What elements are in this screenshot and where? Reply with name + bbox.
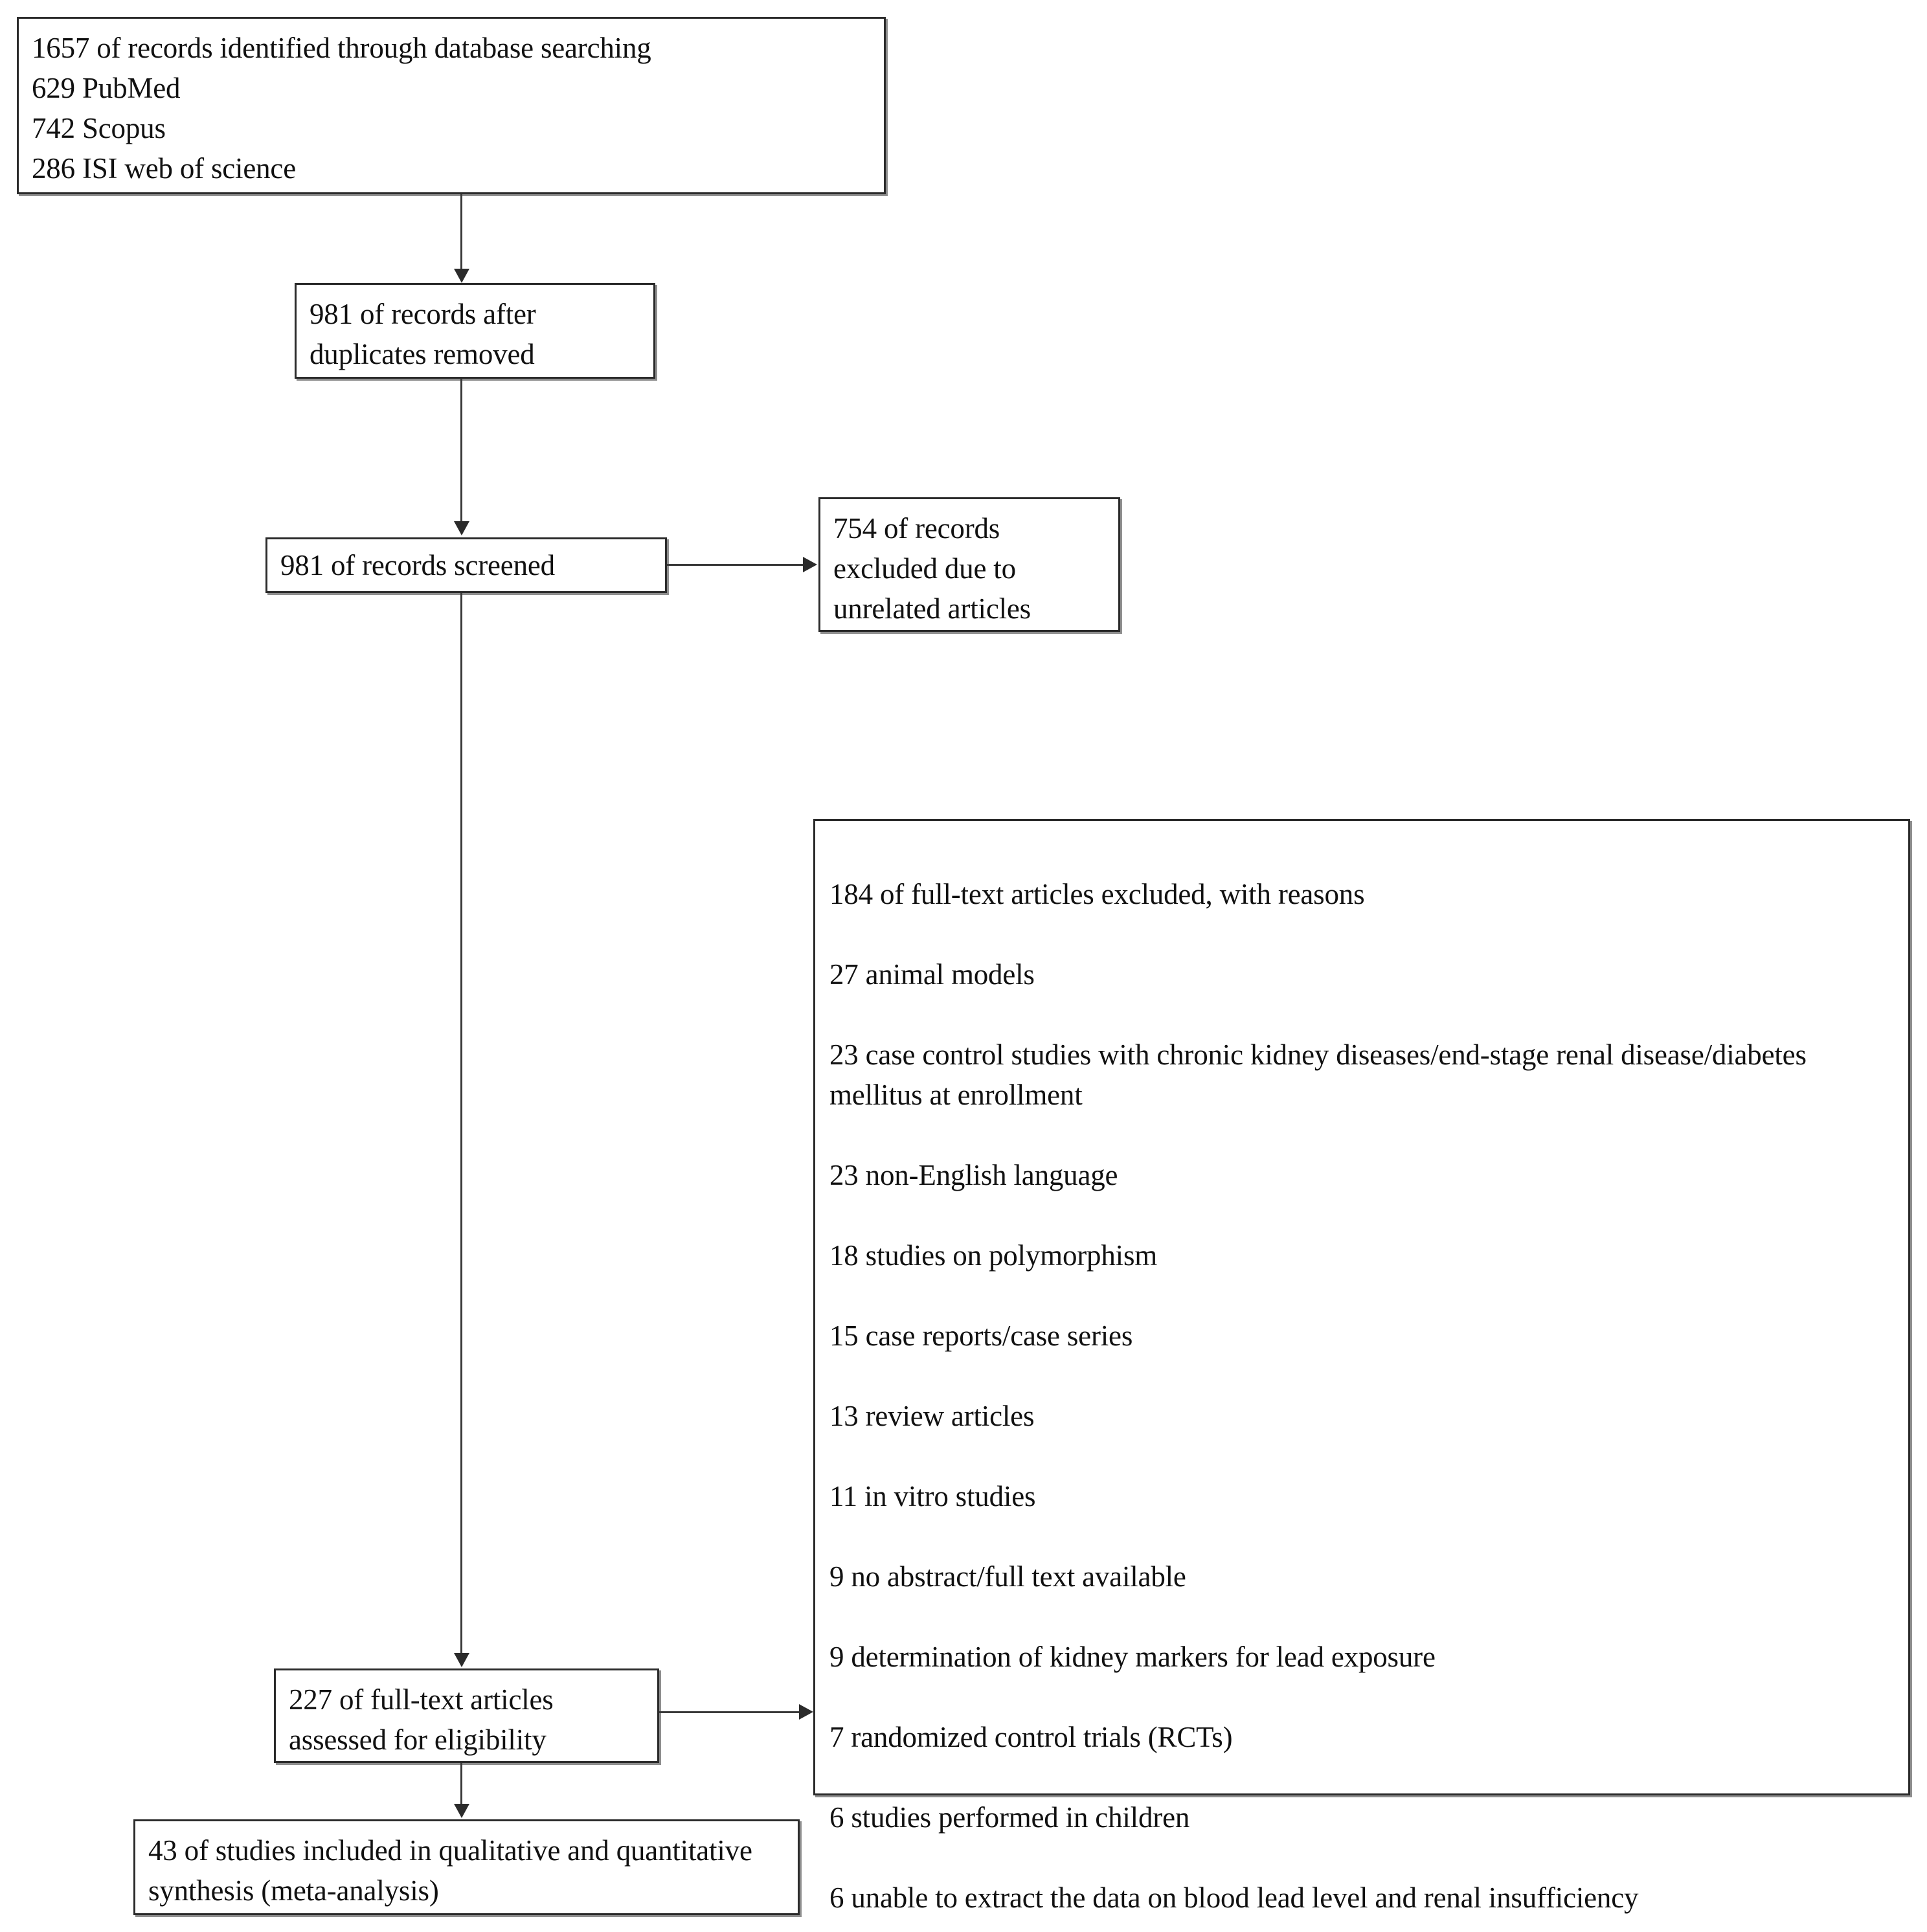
arrowhead-right-icon (799, 1704, 813, 1720)
box-fulltext-excluded-with-reasons: 184 of full-text articles excluded, with… (813, 819, 1910, 1914)
box-records-screened: 981 of records screened (265, 537, 667, 593)
exclusion-reason-item: 23 case control studies with chronic kid… (829, 1039, 1807, 1111)
box-records-screened-text: 981 of records screened (280, 549, 555, 581)
connector-fulltext-to-included (460, 1763, 462, 1805)
exclusion-reason-item: 6 studies performed in children (829, 1801, 1190, 1834)
box-records-after-duplicates-removed: 981 of records after duplicates removed (295, 283, 655, 379)
exclusion-reason-item: 6 unable to extract the data on blood le… (829, 1881, 1639, 1914)
box-records-identified: 1657 of records identified through datab… (17, 17, 886, 194)
exclusion-reason-item: 11 in vitro studies (829, 1480, 1036, 1512)
arrowhead-down-icon (454, 1653, 469, 1667)
connector-screened-to-fulltext (460, 593, 462, 1655)
exclusion-reason-item: 7 randomized control trials (RCTs) (829, 1721, 1233, 1753)
box-fulltext-assessed-eligibility-text: 227 of full-text articles assessed for e… (289, 1683, 554, 1756)
connector-fulltext-to-excluded-reasons (659, 1711, 800, 1713)
exclusion-reason-item: 18 studies on polymorphism (829, 1239, 1158, 1272)
exclusion-reason-item: 9 determination of kidney markers for le… (829, 1641, 1436, 1673)
exclusion-reason-item: 13 review articles (829, 1400, 1035, 1432)
exclusion-reason-item: 27 animal models (829, 958, 1035, 991)
box-records-after-duplicates-removed-text: 981 of records after duplicates removed (310, 298, 536, 370)
arrowhead-right-icon (803, 557, 817, 572)
exclusion-reason-item: 23 non-English language (829, 1159, 1118, 1191)
box-records-excluded-unrelated: 754 of records excluded due to unrelated… (818, 497, 1120, 632)
exclusion-reason-item: 9 no abstract/full text available (829, 1560, 1186, 1593)
connector-identified-to-duplicates (460, 194, 462, 271)
box-studies-included-text: 43 of studies included in qualitative an… (148, 1834, 752, 1907)
connector-duplicates-to-screened (460, 379, 462, 522)
exclusion-heading: 184 of full-text articles excluded, with… (829, 878, 1365, 910)
arrowhead-down-icon (454, 521, 469, 535)
exclusion-reason-item: 15 case reports/case series (829, 1320, 1133, 1352)
arrowhead-down-icon (454, 269, 469, 283)
arrowhead-down-icon (454, 1804, 469, 1818)
box-records-excluded-unrelated-text: 754 of records excluded due to unrelated… (833, 512, 1031, 625)
box-fulltext-excluded-with-reasons-text: 184 of full-text articles excluded, with… (829, 834, 1900, 1932)
box-studies-included: 43 of studies included in qualitative an… (133, 1819, 800, 1915)
box-records-identified-text: 1657 of records identified through datab… (32, 32, 651, 185)
box-fulltext-assessed-eligibility: 227 of full-text articles assessed for e… (274, 1668, 659, 1763)
connector-screened-to-excluded-unrelated (667, 564, 806, 566)
